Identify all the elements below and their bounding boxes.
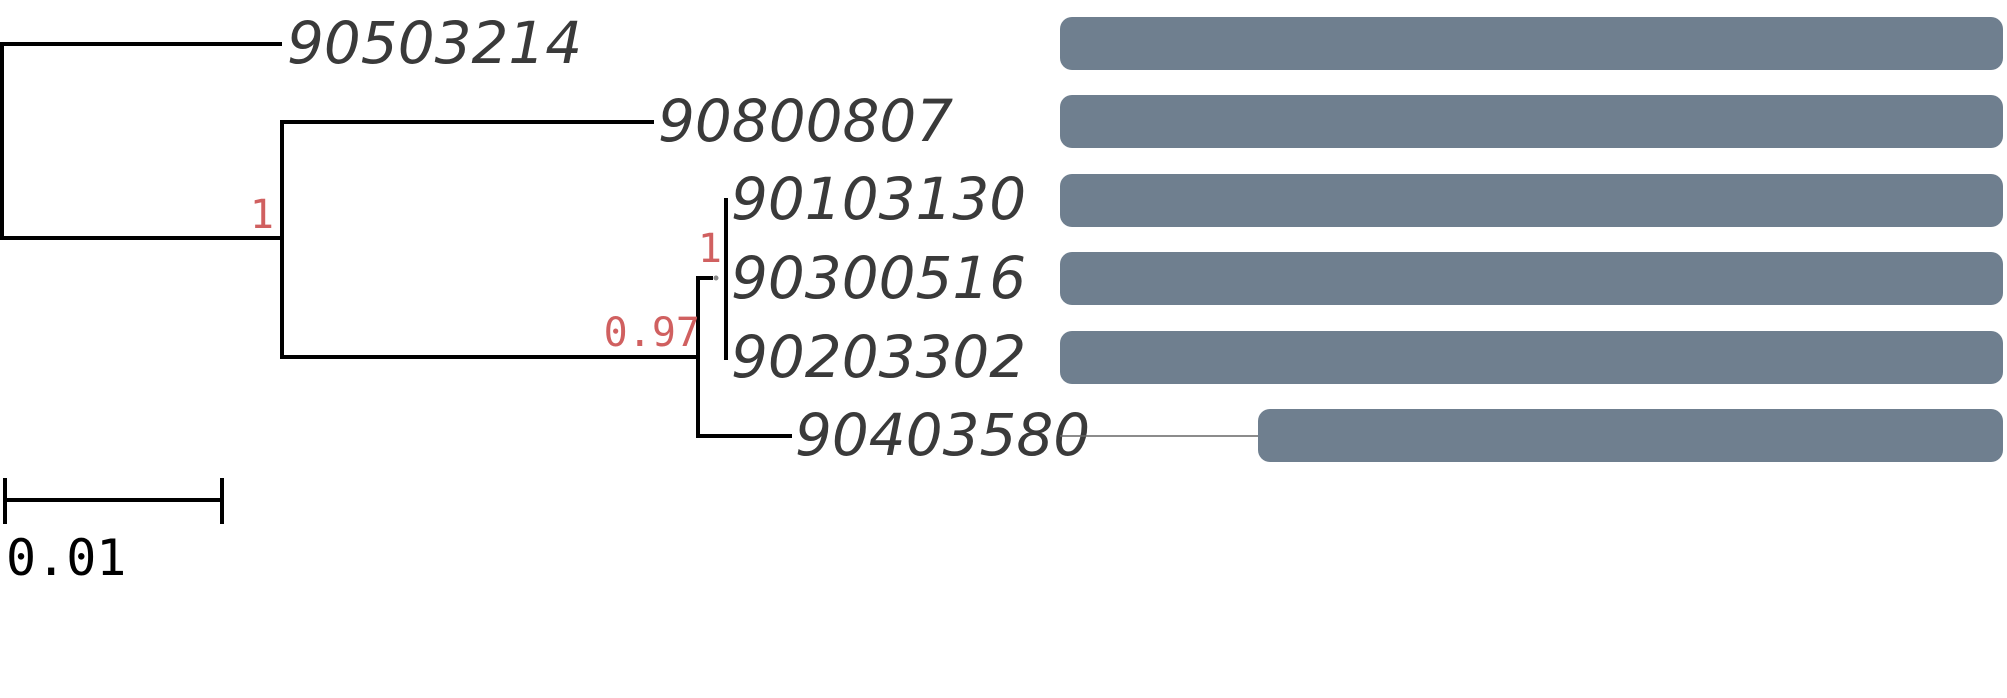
support-node-c: 1 <box>698 226 722 272</box>
leaf-label-90503214: 90503214 <box>287 9 582 77</box>
bar-90403580 <box>1258 409 2003 462</box>
bar-90203302 <box>1060 331 2003 384</box>
support-node-b: 0.97 <box>604 310 700 356</box>
scale-bar: 0.01 <box>3 478 224 587</box>
node-dot <box>713 275 719 281</box>
bar-90103130 <box>1060 174 2003 227</box>
leaf-label-90800807: 90800807 <box>658 87 953 155</box>
annotation-bars <box>1060 17 2003 462</box>
leaf-label-90300516: 90300516 <box>731 244 1026 312</box>
tree-branches <box>0 42 792 438</box>
leaf-label-90203302: 90203302 <box>731 323 1026 391</box>
support-values: 1 0.97 1 <box>250 192 722 356</box>
bar-90800807 <box>1060 95 2003 148</box>
tree-dots <box>713 275 719 281</box>
leaf-labels: 90503214 90800807 90103130 90300516 9020… <box>287 9 1090 469</box>
bar-90503214 <box>1060 17 2003 70</box>
leaf-label-90403580: 90403580 <box>795 401 1090 469</box>
bar-90300516 <box>1060 252 2003 305</box>
support-node-a: 1 <box>250 192 274 238</box>
scale-bar-label: 0.01 <box>6 529 126 587</box>
leaf-label-90103130: 90103130 <box>731 165 1026 233</box>
